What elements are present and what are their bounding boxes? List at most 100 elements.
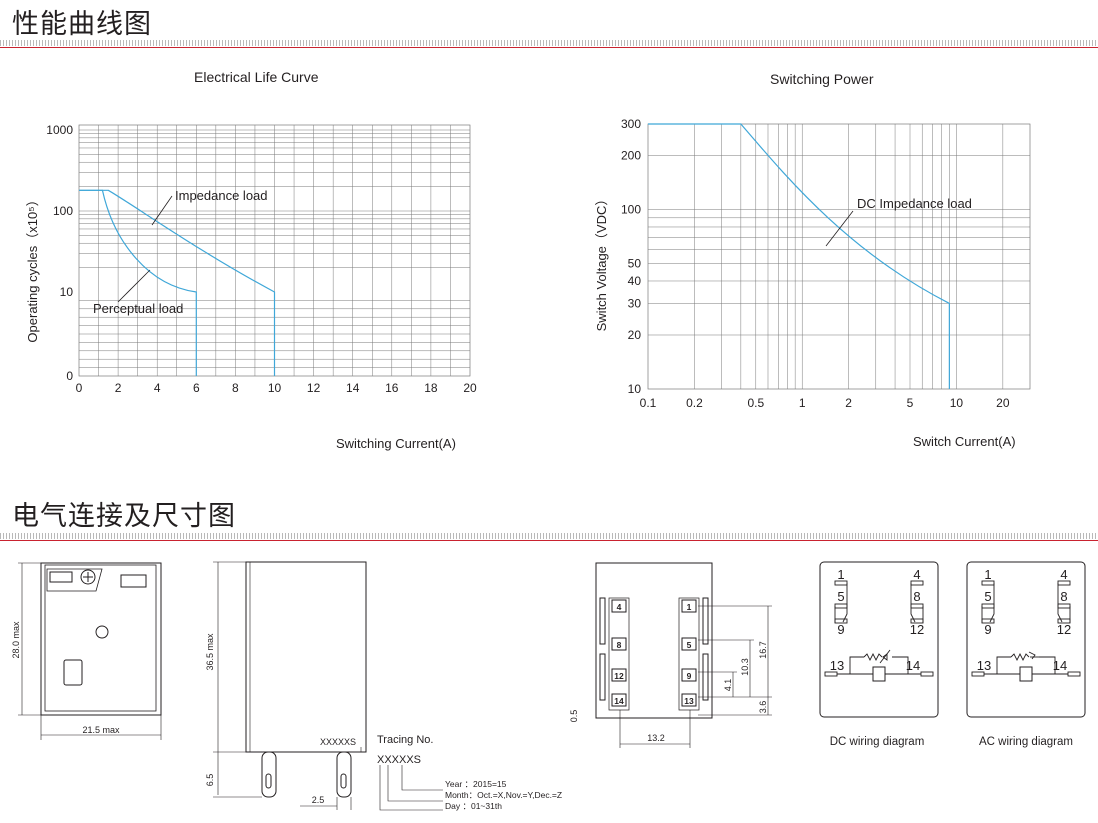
wiring-coil-lead [984,656,1011,675]
wiring-switch-blade [989,583,995,623]
footprint-pin-label: 14 [614,696,624,706]
wiring-switch-blade [1057,583,1063,623]
footprint-pin-label: 13 [684,696,694,706]
wiring-pin-label: 12 [910,622,924,637]
wiring-resistor [863,652,883,662]
x-tick-label: 0.2 [686,396,703,410]
wiring-contact-pad [910,603,924,609]
ac-wiring-caption: AC wiring diagram [979,736,1073,748]
wiring-coil-lead [892,656,921,675]
wiring-diode [882,653,888,661]
x-tick-label: 12 [307,381,321,395]
dim-pin-2-5: 2.5 [312,795,325,805]
wiring-pin-label: 9 [984,622,991,637]
dim-height-36: 36.5 max [205,633,215,671]
x-tick-label: 2 [845,396,852,410]
y-tick-label: 50 [628,257,642,271]
wiring-pin-label: 13 [977,658,991,673]
dim-16-7: 16.7 [758,641,768,659]
wiring-pin-label: 12 [1057,622,1071,637]
footprint-pin-label: 5 [687,640,692,650]
y-tick-label: 1000 [46,123,73,137]
wiring-switch-blade [910,583,916,623]
dc-impedance-leader [825,210,854,247]
section-title-wiring: 电气连接及尺寸图 [12,501,236,532]
wiring-contact-pad [1067,671,1081,677]
relay-front-view [18,562,162,740]
impedance-load-curve [79,189,276,376]
wiring-pin-label: 14 [1053,658,1067,673]
switching-power-title: Switching Power [770,71,874,87]
footprint-pin-label: 4 [617,602,622,612]
x-tick-label: 10 [268,381,282,395]
footprint-pin [681,693,697,707]
wiring-varistor [1028,651,1036,660]
dim-13-2: 13.2 [647,733,665,743]
electrical-life-xlabel: Switching Current(A) [336,436,456,451]
wiring-pin-label: 1 [984,567,991,582]
wiring-pin-label: 5 [837,589,844,604]
x-tick-label: 1 [799,396,806,410]
y-tick-label: 0 [66,369,73,383]
wiring-switch-blade [842,583,848,623]
dc-impedance-load-curve [648,123,950,389]
wiring-pin-label: 4 [1060,567,1067,582]
wiring-contact-pad [1057,603,1071,609]
tracing-day: Day ：01~31th [445,801,502,811]
x-tick-label: 0.5 [747,396,764,410]
footprint-pin-label: 1 [687,602,692,612]
section-divider-bottom [0,533,1098,541]
wiring-frame [966,561,1086,718]
legend-impedance-load: Impedance load [175,188,268,203]
x-tick-label: 16 [385,381,399,395]
x-tick-label: 2 [115,381,122,395]
wiring-pin-label: 1 [837,567,844,582]
x-tick-label: 20 [463,381,477,395]
wiring-coil-lead [1039,656,1068,675]
legend-perceptual-load: Perceptual load [93,301,183,316]
tracing-year: Year ：2015=15 [445,779,507,789]
footprint-pin-label: 9 [687,671,692,681]
wiring-coil-lead [837,656,864,675]
wiring-pin-label: 5 [984,589,991,604]
wiring-pin-label: 13 [830,658,844,673]
wiring-contact-pad [834,603,848,609]
switching-power-xlabel: Switch Current(A) [913,434,1016,449]
switching-power-ylabel: Switch Voltage（VDC） [594,193,609,332]
wiring-diode-arrow [879,649,891,664]
footprint-pin-label: 8 [617,640,622,650]
wiring-coil [1019,666,1033,682]
x-tick-label: 0.1 [640,396,657,410]
dim-pin-6-5: 6.5 [205,774,215,787]
y-tick-label: 40 [628,274,642,288]
x-tick-label: 6 [193,381,200,395]
relay-side-view [213,561,443,811]
perceptual-load-curve [79,189,197,376]
x-tick-label: 10 [950,396,964,410]
y-tick-label: 100 [621,203,641,217]
tracing-mark: XXXXXS [320,737,356,747]
y-tick-label: 30 [628,296,642,310]
footprint-pin [681,668,697,682]
plot-frame [647,123,1031,390]
footprint-pin-label: 12 [614,671,624,681]
footprint-pin [611,668,627,682]
y-tick-label: 100 [53,204,73,218]
y-tick-label: 20 [628,328,642,342]
wiring-pin-label: 4 [913,567,920,582]
wiring-coil [872,666,886,682]
footprint-pin [611,637,627,651]
footprint-pin [611,599,627,613]
y-tick-label: 10 [60,285,74,299]
y-tick-label: 10 [628,382,642,396]
impedance-leader [151,195,173,226]
tracing-code: XXXXXS [377,754,421,766]
y-tick-label: 200 [621,149,641,163]
x-tick-label: 14 [346,381,360,395]
pin-footprint [595,562,772,748]
